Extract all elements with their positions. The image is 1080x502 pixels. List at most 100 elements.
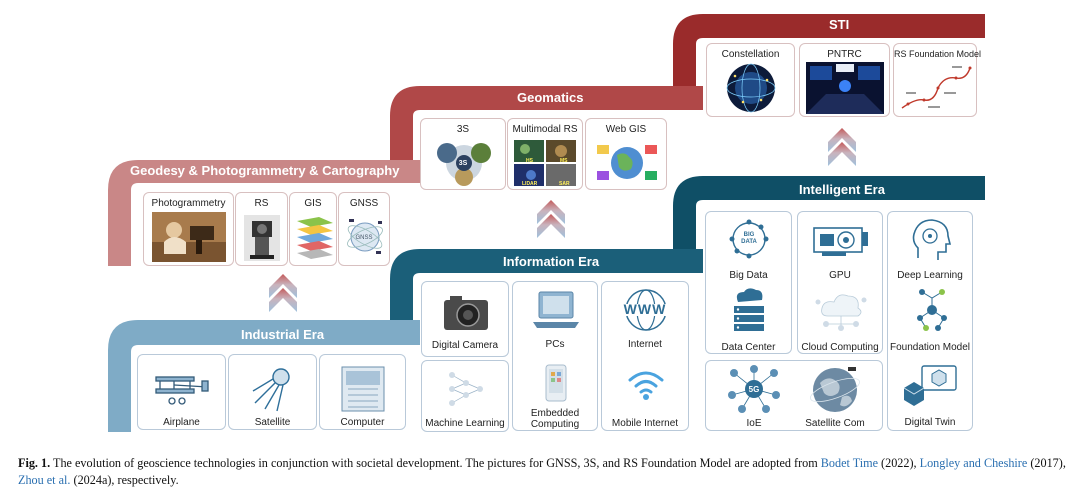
sar-tag: SAR: [559, 181, 570, 187]
deep-learning-head-icon: [912, 219, 952, 260]
satellite-card: Satellite: [228, 354, 317, 430]
mobile-internet-wifi-icon: [628, 371, 664, 400]
three-s-card: 3S 3S: [420, 118, 506, 190]
airplane-label: Airplane: [163, 417, 200, 428]
ioe-icon: [728, 365, 780, 413]
geodesy-title: Geodesy & Photogrammetry & Cartography: [130, 163, 400, 178]
lidar-tag: LIDAR: [522, 181, 538, 187]
digital-camera-card: Digital Camera: [421, 281, 509, 357]
big-data-card: BIG DATA Big Data Data Center: [705, 211, 792, 354]
up-arrow-3: [828, 128, 856, 166]
photogrammetry-label: Photogrammetry: [151, 198, 226, 209]
constellation-label: Constellation: [721, 49, 780, 60]
caption-label: Fig. 1.: [18, 456, 51, 470]
constellation-card: Constellation: [706, 43, 795, 117]
gnss-label: GNSS: [349, 198, 379, 209]
web-gis-label: Web GIS: [605, 124, 647, 135]
machine-learning-icon: [449, 372, 483, 406]
internet-card: WWW Internet Mobile Internet: [601, 281, 689, 431]
sti-band: [673, 14, 985, 86]
digital-camera-icon: [444, 296, 488, 330]
gis-layers-icon: [297, 217, 333, 259]
pcs-label: PCs: [545, 339, 565, 350]
caption-year-3: (2024a), respectively.: [70, 473, 179, 487]
computer-icon: [341, 366, 385, 412]
data-center-icon: [734, 288, 764, 331]
gpu-label: GPU: [829, 270, 851, 281]
rs-camera-icon: [244, 215, 280, 261]
three-s-icon: [437, 143, 491, 186]
gnss-card: GNSS GNSS: [338, 192, 390, 266]
big-data-label: Big Data: [729, 270, 768, 281]
cloud-computing-icon: [815, 294, 867, 331]
embedded-computing-label: Embedded Computing: [530, 408, 580, 430]
sti-title: STI: [829, 17, 850, 32]
rs-foundation-model-card: RS Foundation Model: [893, 43, 982, 117]
gis-card: GIS: [289, 192, 337, 266]
caption-ref-longley[interactable]: Longley and Cheshire: [919, 456, 1028, 470]
pntrc-icon: [806, 62, 884, 114]
big-data-icon-text: BIG DATA: [741, 232, 757, 245]
caption-year-1: (2022),: [878, 456, 920, 470]
information-title: Information Era: [503, 254, 600, 269]
geomatics-band: [390, 86, 703, 160]
foundation-model-label: Foundation Model: [889, 342, 971, 353]
pcs-laptop-icon: [533, 291, 579, 328]
web-gis-card: Web GIS: [585, 118, 667, 190]
ms-tag: MS: [560, 158, 568, 164]
web-gis-icon: [597, 145, 657, 180]
gis-label: GIS: [304, 198, 322, 209]
satellite-com-globe-icon: [810, 367, 860, 412]
cloud-computing-label: Cloud Computing: [801, 342, 879, 353]
photogrammetry-photo-icon: [152, 212, 226, 262]
three-s-label: 3S: [456, 124, 470, 135]
gpu-icon: [813, 227, 868, 256]
multimodal-rs-card: Multimodal RS HS MS LIDAR SAR: [507, 118, 583, 190]
machine-learning-card: Machine Learning: [421, 360, 509, 432]
pntrc-label: PNTRC: [827, 49, 862, 60]
industrial-title: Industrial Era: [241, 327, 325, 342]
gnss-globe-text: GNSS: [355, 235, 373, 241]
three-s-center-text: 3S: [458, 160, 468, 167]
caption-ref-zhou[interactable]: Zhou et al.: [18, 473, 71, 487]
figure-caption: Fig. 1. The evolution of geoscience tech…: [18, 455, 1068, 489]
up-arrow-2: [537, 200, 565, 238]
gnss-globe-icon: [347, 219, 383, 254]
computer-label: Computer: [340, 417, 385, 428]
rs-label: RS: [254, 198, 269, 209]
rs-foundation-model-timeline-icon: [901, 66, 972, 109]
constellation-icon: [726, 63, 776, 113]
internet-globe-icon: [622, 289, 670, 331]
big-data-icon: [729, 219, 769, 259]
data-center-label: Data Center: [721, 342, 776, 353]
information-band: [390, 249, 703, 320]
satellite-label: Satellite: [254, 417, 291, 428]
intelligent-band: [673, 176, 985, 249]
ioe-card: 5G IoE Satellite Com: [705, 360, 883, 431]
machine-learning-label: Machine Learning: [425, 418, 505, 429]
deep-learning-label: Deep Learning: [897, 270, 963, 281]
ioe-label: IoE: [746, 418, 762, 429]
satellite-icon: [252, 368, 290, 412]
geomatics-title: Geomatics: [517, 90, 584, 105]
computer-card: Computer: [319, 354, 406, 430]
multimodal-rs-icon: [514, 140, 576, 186]
airplane-card: Airplane: [137, 354, 226, 430]
gpu-card: GPU Cloud Computing: [797, 211, 883, 354]
internet-label: Internet: [628, 339, 662, 350]
embedded-phone-icon: [545, 364, 567, 402]
rs-card: RS: [235, 192, 288, 266]
satellite-com-label: Satellite Com: [805, 418, 865, 429]
digital-twin-label: Digital Twin: [904, 417, 956, 428]
www-text: WWW: [623, 301, 667, 317]
rs-foundation-model-label: RS Foundation Model: [894, 49, 982, 59]
pcs-card: PCs Embedded Computing: [512, 281, 598, 431]
digital-twin-icon: [903, 365, 957, 406]
mobile-internet-label: Mobile Internet: [611, 418, 679, 429]
multimodal-rs-label: Multimodal RS: [512, 124, 578, 135]
caption-ref-bodet[interactable]: Bodet Time: [820, 456, 878, 470]
caption-text-1: The evolution of geoscience technologies…: [50, 456, 821, 470]
digital-camera-label: Digital Camera: [431, 340, 499, 351]
caption-year-2: (2017),: [1027, 456, 1066, 470]
